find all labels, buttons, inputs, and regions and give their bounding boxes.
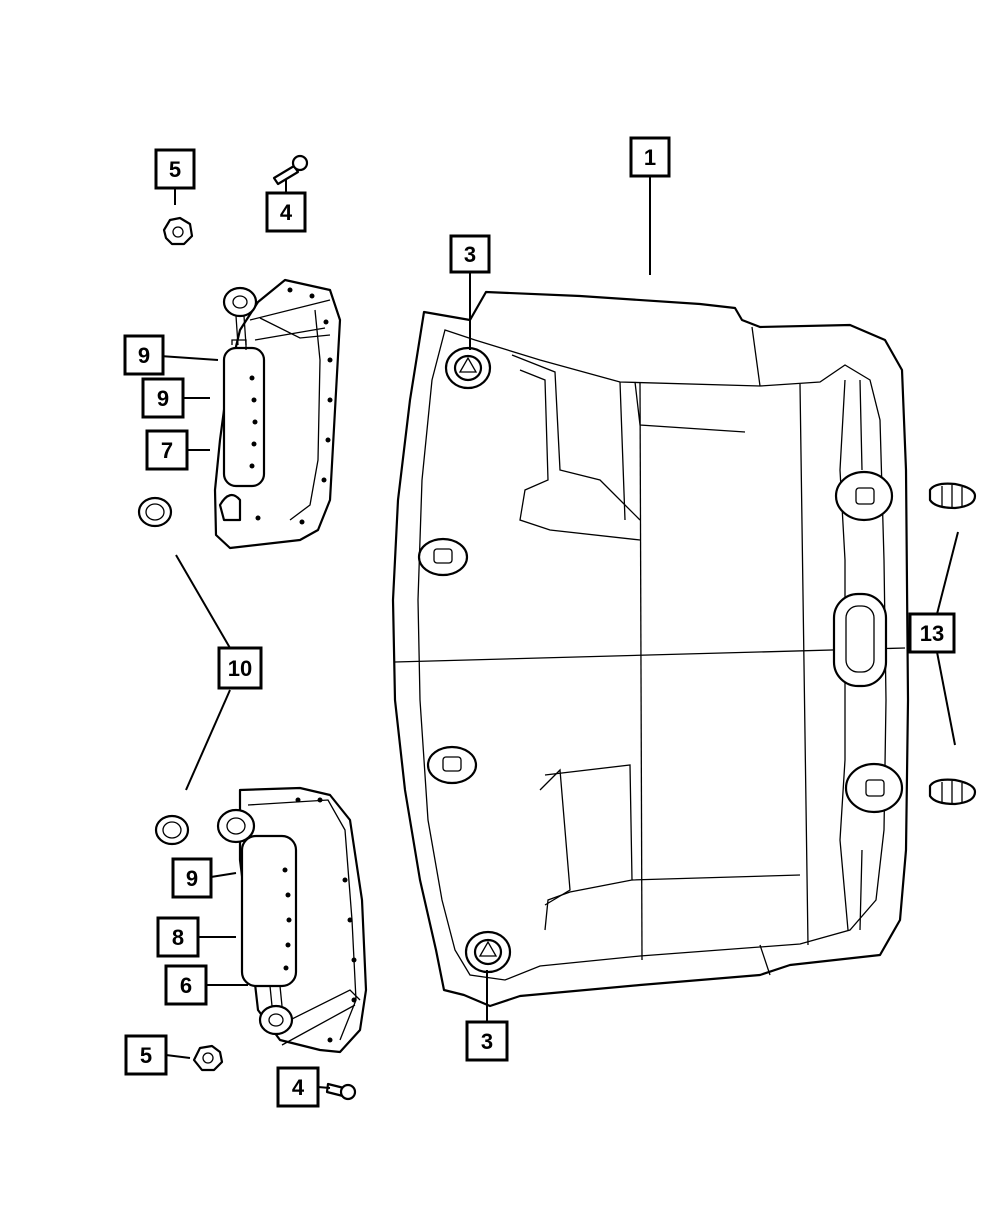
callout-7: 7 [145,429,189,471]
callout-13: 13 [908,612,956,654]
callout-10: 10 [217,646,263,690]
callout-3-bottom: 3 [465,1020,509,1062]
svg-text:3: 3 [481,1029,493,1054]
svg-text:5: 5 [140,1043,152,1068]
callout-1: 1 [629,136,671,178]
callout-5-bottom: 5 [124,1034,168,1076]
svg-text:4: 4 [292,1075,305,1100]
visor-clip [154,814,190,846]
svg-text:9: 9 [157,386,169,411]
callout-8: 8 [156,916,200,958]
callout-4-bottom: 4 [276,1066,320,1108]
svg-text:7: 7 [161,438,173,463]
callout-9-b: 9 [141,377,185,419]
svg-text:10: 10 [228,656,252,681]
screw [272,154,309,186]
svg-text:9: 9 [138,343,150,368]
sunvisor-left [213,278,342,550]
retainer [162,216,194,246]
callout-5-top: 5 [154,148,196,190]
svg-text:9: 9 [186,866,198,891]
callout-9-c: 9 [171,857,213,899]
svg-text:5: 5 [169,157,181,182]
screw [325,1082,357,1101]
callout-3-top: 3 [449,234,491,274]
sunvisor-right [216,786,368,1054]
callout-9-a: 9 [123,334,165,376]
retainer [192,1044,224,1072]
svg-text:4: 4 [280,200,293,225]
svg-text:8: 8 [172,925,184,950]
grommet [928,778,977,806]
svg-text:3: 3 [464,242,476,267]
grommet [928,482,977,510]
visor-clip [137,496,173,528]
callout-4-top: 4 [265,191,307,233]
svg-text:1: 1 [644,145,656,170]
svg-text:13: 13 [920,621,944,646]
svg-text:6: 6 [180,973,192,998]
callout-6: 6 [164,964,208,1006]
headliner-panel [391,290,910,1008]
